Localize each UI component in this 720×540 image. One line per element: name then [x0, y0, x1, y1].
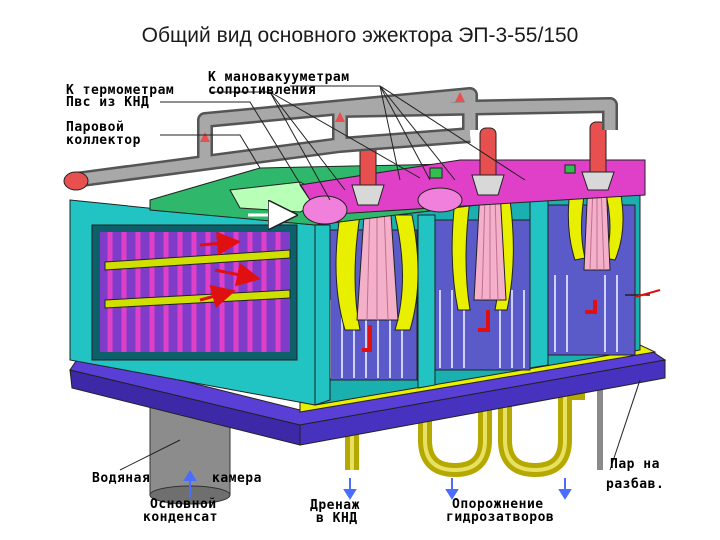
label-drain-line2: в КНД: [316, 511, 358, 526]
label-drain-line1: Дренаж: [310, 498, 360, 513]
label-main-condensate-line2: конденсат: [143, 510, 218, 525]
drain-hooks: [362, 300, 597, 352]
label-empty-seals-line2: гидрозатворов: [446, 510, 555, 525]
collector-cap: [63, 171, 89, 191]
label-steam-collector-line2: коллектор: [66, 133, 141, 148]
label-water-chamber-line1: Водяная: [92, 471, 151, 486]
ejector-nozzles: [356, 179, 611, 321]
label-thermometers-line2: сопротивления: [208, 83, 317, 98]
tube-bundle: [100, 231, 291, 352]
page-title: Общий вид основного эжектора ЭП-3-55/150: [141, 24, 579, 47]
label-steam-collector-line1: Паровой: [66, 120, 125, 135]
label-steam-dilution-line2: разбав.: [606, 477, 665, 492]
label-water-chamber-line2: камера: [212, 471, 262, 486]
leader-lines: [119, 85, 641, 471]
label-thermometers-line1: К термометрам: [66, 83, 175, 98]
label-manovacuummeters: К мановакууметрам: [208, 70, 350, 85]
label-steam-dilution-line1: Пар на: [610, 457, 660, 472]
label-pvs-from-knd: Пвс из КНД: [66, 95, 150, 110]
diffusers: [335, 189, 624, 331]
label-main-condensate-line1: Основной: [150, 497, 217, 512]
steam-inlets: [359, 121, 607, 191]
label-empty-seals-line1: Опорожнение: [452, 497, 544, 512]
outflow-arrows: [183, 470, 572, 500]
steam-out-arrow: [634, 289, 661, 298]
